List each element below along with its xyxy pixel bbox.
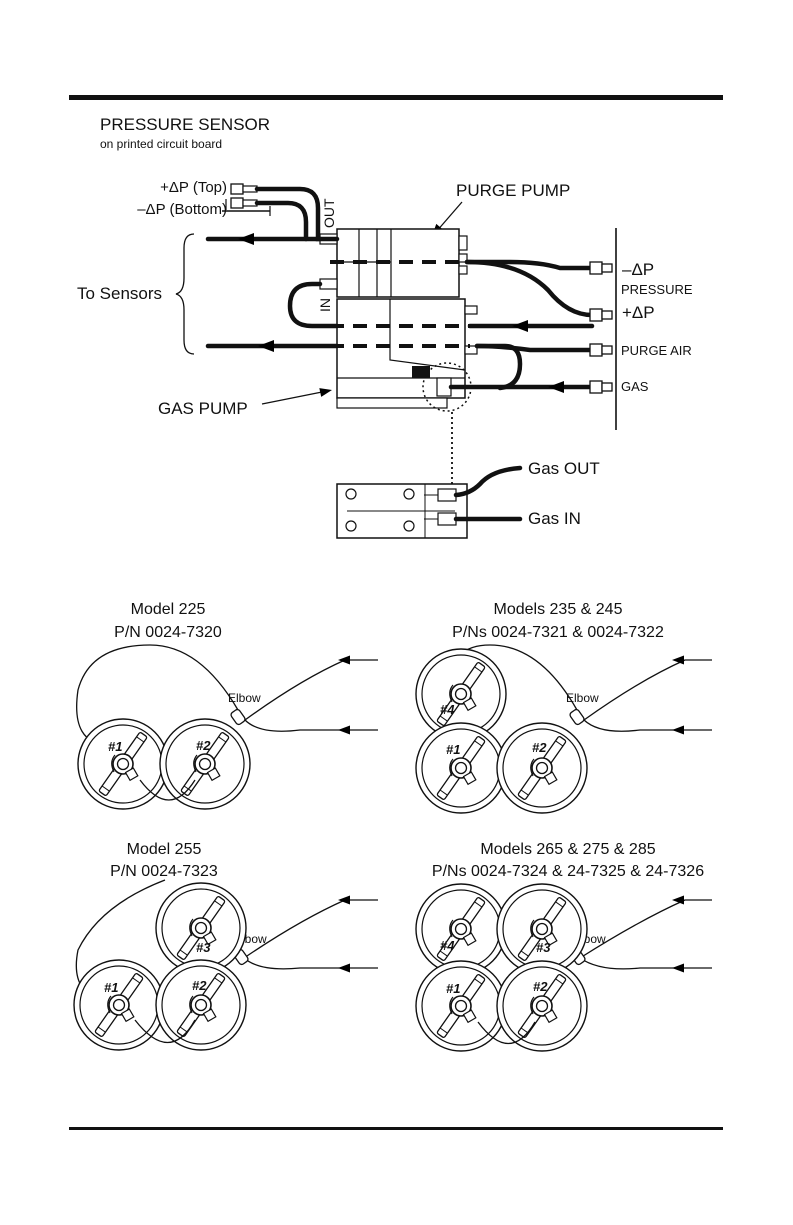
dp-bottom-label: –ΔP (Bottom) bbox=[137, 201, 227, 218]
pressure-sensor-title: PRESSURE SENSOR bbox=[100, 115, 270, 134]
pressure-sensor-subtitle: on printed circuit board bbox=[100, 137, 222, 151]
header-rule bbox=[69, 95, 723, 100]
model-265-275-285-sensor-3: #3 bbox=[536, 940, 551, 955]
model-255-title: Model 255 bbox=[127, 841, 202, 858]
port-pressure-label: PRESSURE bbox=[621, 282, 693, 297]
out-label: OUT bbox=[321, 198, 337, 228]
footer-rule bbox=[69, 1127, 723, 1130]
dp-top-label: +ΔP (Top) bbox=[160, 179, 227, 196]
gas-pump-label: GAS PUMP bbox=[158, 399, 248, 418]
model-225-pn: P/N 0024-7320 bbox=[114, 624, 222, 641]
port-minus-dp-label: –ΔP bbox=[622, 260, 654, 279]
model-235-245-pn: P/Ns 0024-7321 & 0024-7322 bbox=[452, 624, 664, 641]
model-235-245-diagram: Models 235 & 245 P/Ns 0024-7321 & 0024-7… bbox=[415, 601, 712, 814]
sensor-brace bbox=[175, 233, 195, 355]
pressure-sensor-block bbox=[222, 183, 271, 216]
pump-assembly-diagram: PRESSURE SENSOR on printed circuit board… bbox=[77, 115, 693, 539]
gas-pump-body bbox=[336, 298, 478, 412]
panel-connectors bbox=[589, 261, 613, 394]
model-265-275-285-pn: P/Ns 0024-7324 & 24-7325 & 24-7326 bbox=[432, 863, 704, 880]
gas-in-label: Gas IN bbox=[528, 509, 581, 528]
model-255-sensor-1: #1 bbox=[104, 980, 118, 995]
model-235-245-title: Models 235 & 245 bbox=[494, 601, 623, 618]
model-235-245-sensor-4: #4 bbox=[440, 702, 455, 717]
model-225-elbow: Elbow bbox=[228, 691, 261, 705]
purge-pump-label: PURGE PUMP bbox=[456, 181, 570, 200]
model-265-275-285-diagram: Models 265 & 275 & 285 P/Ns 0024-7324 & … bbox=[415, 841, 712, 1052]
model-265-275-285-sensor-2: #2 bbox=[533, 979, 548, 994]
model-225-sensor-2: #2 bbox=[196, 738, 211, 753]
model-225-title: Model 225 bbox=[131, 601, 206, 618]
model-235-245-sensor-1: #1 bbox=[446, 742, 460, 757]
gas-pump-detail bbox=[336, 483, 468, 539]
model-225-sensor-1: #1 bbox=[108, 739, 122, 754]
model-225-diagram: Model 225 P/N 0024-7320 Elbow #1 #2 bbox=[76, 601, 378, 810]
port-purge-air-label: PURGE AIR bbox=[621, 343, 692, 358]
port-gas-label: GAS bbox=[621, 379, 649, 394]
model-255-sensor-2: #2 bbox=[192, 978, 207, 993]
model-265-275-285-title: Models 265 & 275 & 285 bbox=[480, 841, 655, 858]
model-235-245-sensor-2: #2 bbox=[532, 740, 547, 755]
model-255-sensor-3: #3 bbox=[196, 940, 211, 955]
model-235-245-elbow: Elbow bbox=[566, 691, 599, 705]
port-plus-dp-label: +ΔP bbox=[622, 303, 655, 322]
in-label: IN bbox=[317, 298, 333, 312]
model-265-275-285-sensor-4: #4 bbox=[440, 938, 455, 953]
model-255-diagram: Model 255 P/N 0024-7323 Elbow #3 #1 #2 bbox=[73, 841, 378, 1051]
model-265-275-285-sensor-1: #1 bbox=[446, 981, 460, 996]
to-sensors-label: To Sensors bbox=[77, 284, 162, 303]
gas-out-label: Gas OUT bbox=[528, 459, 600, 478]
model-255-pn: P/N 0024-7323 bbox=[110, 863, 218, 880]
